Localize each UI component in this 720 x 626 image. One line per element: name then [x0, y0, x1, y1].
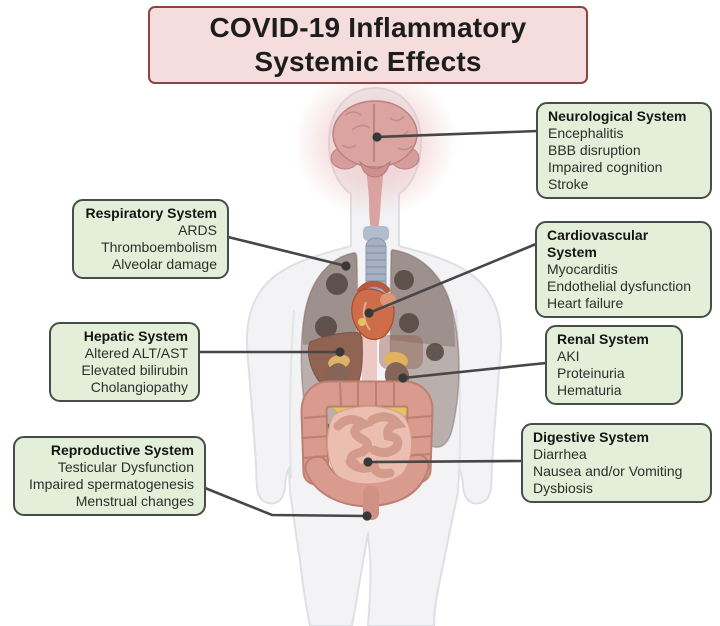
small-intestine-illustration — [327, 405, 412, 485]
respiratory-item: Alveolar damage — [111, 256, 217, 272]
respiratory-system-header: Respiratory System — [85, 205, 217, 221]
digestive-item: Diarrhea — [533, 446, 587, 462]
digestive-item: Nausea and/or Vomiting — [533, 463, 683, 479]
liver-pointer-dot — [335, 347, 345, 357]
brain-pointer-dot — [372, 132, 382, 142]
neurological-system-box: Neurological System Encephalitis BBB dis… — [536, 102, 712, 199]
renal-item: Hematuria — [557, 382, 622, 398]
respiratory-item: ARDS — [178, 222, 217, 238]
connector-digestive-line — [367, 459, 523, 464]
intestine-pointer-dot — [363, 457, 373, 467]
cardiovascular-system-header: Cardiovascular System — [547, 227, 649, 260]
lung-pointer-dot — [341, 261, 351, 271]
cardiovascular-system-box: Cardiovascular System Myocarditis Endoth… — [535, 221, 712, 318]
respiratory-item: Thromboembolism — [101, 239, 217, 255]
renal-system-header: Renal System — [557, 331, 649, 347]
respiratory-system-box: Respiratory System ARDS Thromboembolism … — [72, 199, 229, 279]
diagram-title-line2: Systemic Effects — [254, 46, 482, 77]
renal-item: Proteinuria — [557, 365, 625, 381]
neurological-item: BBB disruption — [548, 142, 641, 158]
heart-pointer-dot — [364, 308, 374, 318]
hepatic-item: Altered ALT/AST — [84, 345, 188, 361]
diagram-title-line1: COVID-19 Inflammatory — [209, 12, 527, 43]
neurological-item: Impaired cognition — [548, 159, 663, 175]
brainstem — [366, 166, 384, 234]
neurological-item: Encephalitis — [548, 125, 624, 141]
digestive-item: Dysbiosis — [533, 480, 593, 496]
connector-neurological-line — [376, 129, 539, 139]
lung-damage-spots — [315, 270, 444, 361]
reproductive-item: Testicular Dysfunction — [57, 459, 194, 475]
connector-respiratory-line — [227, 235, 347, 268]
connector-dots — [335, 132, 408, 521]
digestive-system-header: Digestive System — [533, 429, 649, 445]
neurological-system-header: Neurological System — [548, 108, 687, 124]
reproductive-item: Impaired spermatogenesis — [29, 476, 194, 492]
connector-cardiovascular-line — [368, 242, 537, 315]
renal-item: AKI — [557, 348, 580, 364]
cardiovascular-item: Myocarditis — [547, 261, 618, 277]
kidney-pointer-dot — [398, 373, 408, 383]
diagram-title-box: COVID-19 Inflammatory Systemic Effects — [148, 6, 588, 84]
pelvis-pointer-dot — [362, 511, 372, 521]
hepatic-system-box: Hepatic System Altered ALT/AST Elevated … — [49, 322, 200, 402]
brain-gyri — [341, 111, 413, 151]
digestive-system-box: Digestive System Diarrhea Nausea and/or … — [521, 423, 712, 503]
renal-system-box: Renal System AKI Proteinuria Hematuria — [545, 325, 683, 405]
hepatic-item: Cholangiopathy — [90, 379, 188, 395]
cerebellum — [359, 160, 391, 178]
hepatic-item: Elevated bilirubin — [81, 362, 188, 378]
reproductive-item: Menstrual changes — [75, 493, 194, 509]
reproductive-system-box: Reproductive System Testicular Dysfuncti… — [13, 436, 206, 516]
hepatic-system-header: Hepatic System — [83, 328, 188, 344]
cardiovascular-item: Heart failure — [547, 295, 624, 311]
connector-renal-line — [402, 361, 547, 380]
neurological-item: Stroke — [548, 176, 589, 192]
connector-reproductive-line — [199, 484, 368, 518]
brain-illustration — [330, 100, 420, 234]
cardiovascular-item: Endothelial dysfunction — [547, 278, 691, 294]
large-intestine-illustration — [300, 380, 434, 508]
reproductive-system-header: Reproductive System — [50, 442, 194, 458]
connector-lines — [199, 129, 547, 518]
